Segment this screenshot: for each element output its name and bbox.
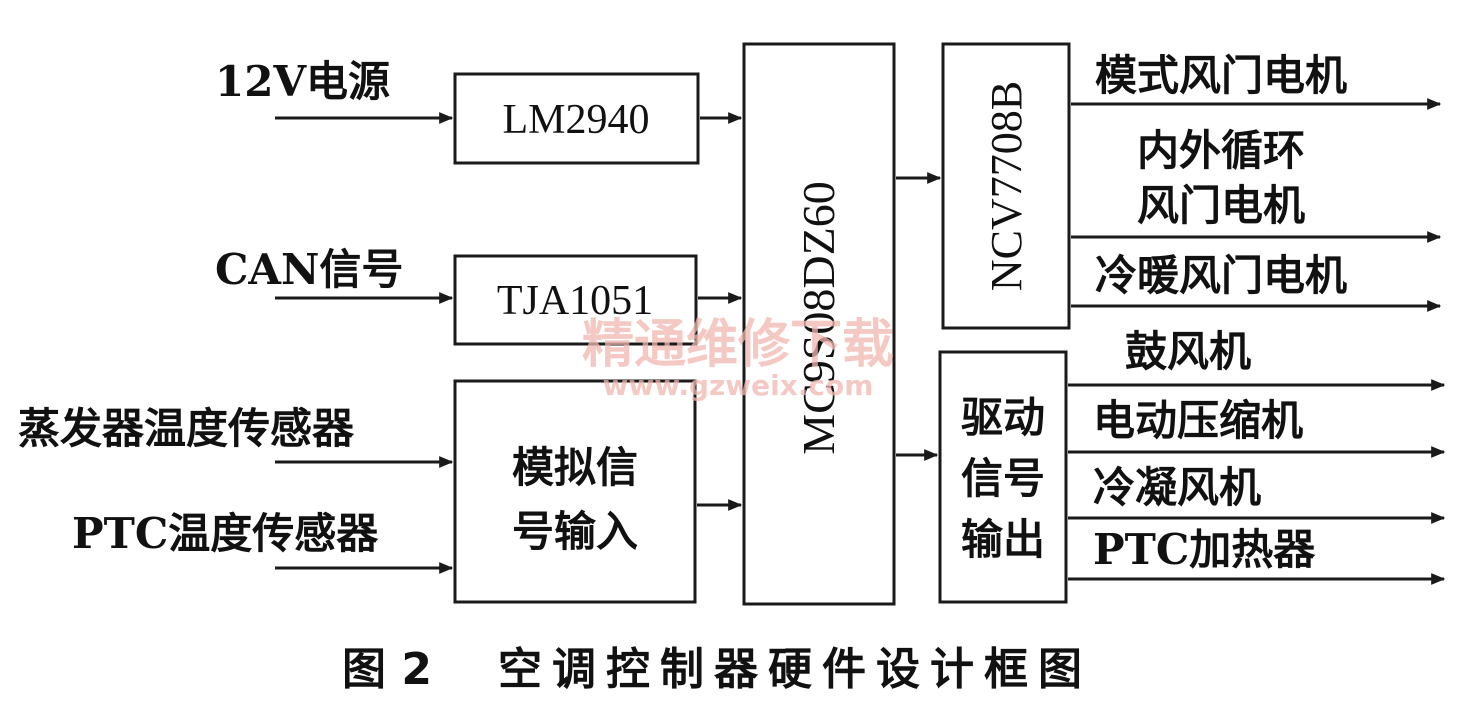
drive-output-label-line3: 输出 xyxy=(961,515,1045,564)
mcu-box xyxy=(742,42,896,606)
output-label-recirc-line1: 内外循环 xyxy=(1137,126,1305,175)
drive-output-label-line1: 驱动 xyxy=(961,393,1045,442)
output-label-condenser-fan: 冷凝风机 xyxy=(1093,463,1261,512)
input-label-evaporator-sensor: 蒸发器温度传感器 xyxy=(18,404,355,453)
input-label-ptc-sensor: PTC温度传感器 xyxy=(72,509,379,558)
input-label-power: 12V电源 xyxy=(215,57,390,106)
analog-input-label-line1: 模拟信 xyxy=(512,443,638,492)
analog-input-box xyxy=(453,379,697,604)
regulator-label: LM2940 xyxy=(503,97,650,143)
figure-number: 图 2 xyxy=(342,644,432,695)
output-label-blower: 鼓风机 xyxy=(1125,327,1251,376)
output-label-recirc-line2: 风门电机 xyxy=(1137,181,1305,230)
drive-output-box xyxy=(938,350,1068,604)
watermark-title: 精通维修下载 xyxy=(582,315,894,375)
drive-output-label-line2: 信号 xyxy=(961,454,1045,503)
watermark-url: www.gzweix.com xyxy=(603,369,874,402)
regulator-box xyxy=(453,72,700,165)
input-label-can: CAN信号 xyxy=(215,245,403,294)
figure-caption: 空调控制器硬件设计框图 xyxy=(498,644,1092,695)
transceiver-label: TJA1051 xyxy=(497,278,653,324)
driver-ic-box xyxy=(941,42,1071,330)
analog-input-label-line2: 号输入 xyxy=(512,507,638,556)
transceiver-box xyxy=(453,254,698,346)
driver-ic-label: NCV7708B xyxy=(982,81,1031,291)
output-label-ptc-heater: PTC加热器 xyxy=(1093,525,1316,574)
output-label-compressor: 电动压缩机 xyxy=(1093,396,1303,445)
mcu-label: MC9S08DZ60 xyxy=(793,181,844,454)
output-label-temp-door-motor: 冷暖风门电机 xyxy=(1095,251,1347,300)
output-label-mode-door-motor: 模式风门电机 xyxy=(1095,51,1347,100)
